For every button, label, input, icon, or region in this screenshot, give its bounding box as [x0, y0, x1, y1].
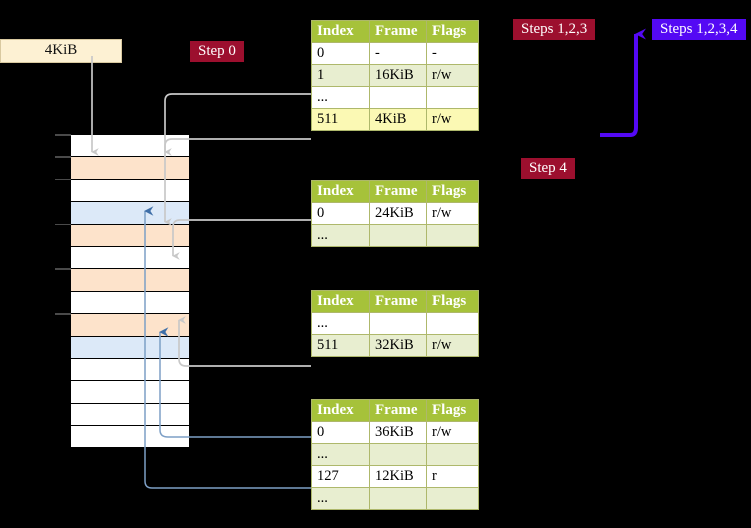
cell-c-flg: [426, 443, 479, 466]
violet-loop-arrow: [600, 28, 646, 137]
memory-row: [70, 335, 190, 358]
cell-c-idx: 0: [311, 42, 370, 65]
cell-c-flg: [426, 312, 479, 335]
memory-tick: [55, 268, 71, 270]
column-header-frame: Frame: [369, 20, 427, 43]
cell-c-flg: [426, 86, 479, 109]
cell-c-flg: r/w: [426, 334, 479, 357]
memory-row: [70, 425, 190, 448]
cell-c-flg: [426, 487, 479, 510]
table-row: ...: [311, 312, 479, 335]
memory-row: [70, 313, 190, 336]
memory-tick: [55, 156, 71, 158]
table-row: ...: [311, 443, 479, 466]
memory-column: [55, 134, 190, 448]
cell-c-flg: r: [426, 465, 479, 488]
frame-label-text: 4KiB: [44, 42, 78, 58]
table-row: ...: [311, 487, 479, 510]
cell-c-frm: 36KiB: [369, 421, 427, 444]
badge-step0: Step 0: [190, 41, 244, 62]
cell-c-frm: 12KiB: [369, 465, 427, 488]
memory-row: [70, 246, 190, 269]
frame-label-box: 4KiB: [0, 39, 122, 63]
cell-c-idx: 511: [311, 334, 370, 357]
cell-c-idx: 127: [311, 465, 370, 488]
memory-row: [70, 223, 190, 246]
cell-c-flg: r/w: [426, 64, 479, 87]
column-header-index: Index: [311, 399, 370, 422]
column-header-frame: Frame: [369, 399, 427, 422]
cell-c-frm: [369, 224, 427, 247]
column-header-index: Index: [311, 180, 370, 203]
memory-row: [70, 380, 190, 403]
memory-row: [70, 402, 190, 426]
cell-c-frm: 16KiB: [369, 64, 427, 87]
cell-c-idx: 511: [311, 108, 370, 131]
column-header-index: Index: [311, 290, 370, 313]
table-row: ...: [311, 224, 479, 247]
cell-c-flg: -: [426, 42, 479, 65]
column-header-flags: Flags: [426, 20, 479, 43]
connector-t2-0-to-memory: [172, 219, 311, 260]
cell-c-idx: 0: [311, 421, 370, 444]
cell-c-frm: -: [369, 42, 427, 65]
cell-c-frm: [369, 443, 427, 466]
badge-step4: Step 4: [521, 158, 575, 179]
cell-c-idx: ...: [311, 487, 370, 510]
cell-c-idx: 1: [311, 64, 370, 87]
cell-c-frm: 4KiB: [369, 108, 427, 131]
cell-c-idx: ...: [311, 86, 370, 109]
badge-steps123: Steps 1,2,3: [513, 19, 596, 40]
column-header-frame: Frame: [369, 180, 427, 203]
column-header-flags: Flags: [426, 180, 479, 203]
memory-row: [70, 268, 190, 291]
memory-row: [70, 290, 190, 314]
connector-t3-511-to-memory: [178, 316, 311, 367]
cell-c-frm: 24KiB: [369, 202, 427, 225]
table-row: ...: [311, 86, 479, 109]
memory-tick: [55, 223, 71, 226]
memory-row: [70, 201, 190, 224]
memory-row: [70, 134, 190, 157]
cell-c-frm: [369, 487, 427, 510]
column-header-index: Index: [311, 20, 370, 43]
memory-row: [70, 178, 190, 202]
cell-c-frm: [369, 312, 427, 335]
cell-c-flg: r/w: [426, 108, 479, 131]
cell-c-frm: [369, 86, 427, 109]
column-header-flags: Flags: [426, 399, 479, 422]
memory-tick: [55, 134, 71, 136]
column-header-frame: Frame: [369, 290, 427, 313]
cell-c-idx: ...: [311, 443, 370, 466]
memory-row: [70, 156, 190, 179]
cell-c-flg: [426, 224, 479, 247]
column-header-flags: Flags: [426, 290, 479, 313]
cell-c-idx: 0: [311, 202, 370, 225]
badge-steps1234: Steps 1,2,3,4: [652, 19, 746, 40]
memory-tick: [55, 178, 71, 181]
memory-tick: [55, 313, 71, 315]
cell-c-idx: ...: [311, 312, 370, 335]
memory-row: [70, 358, 190, 381]
table-row: 0--: [311, 42, 479, 65]
cell-c-flg: r/w: [426, 202, 479, 225]
cell-c-flg: r/w: [426, 421, 479, 444]
cell-c-frm: 32KiB: [369, 334, 427, 357]
cell-c-idx: ...: [311, 224, 370, 247]
